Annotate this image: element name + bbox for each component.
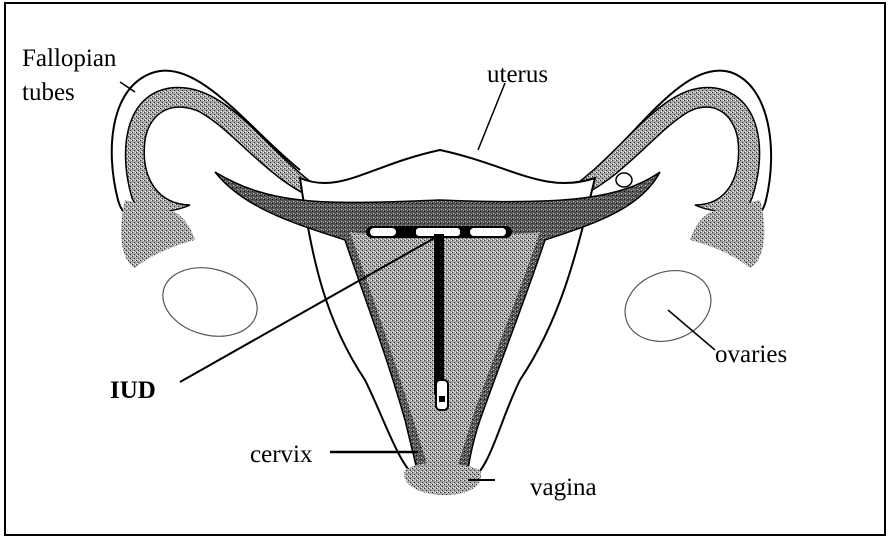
iud-stem [434,234,444,394]
tube-nodule [616,173,632,187]
uterus-leader [478,83,505,150]
right-ovary [615,259,721,353]
label-fallopian-line1: Fallopian [22,46,116,71]
label-ovaries: ovaries [715,342,787,367]
label-fallopian-line2: tubes [22,80,75,105]
left-tube-shaded [126,87,330,211]
cervix-shading [404,463,481,496]
label-vagina: vagina [530,475,597,500]
label-iud: IUD [110,378,156,403]
ovaries-leader [668,310,715,350]
left-ovary [155,258,265,347]
label-uterus: uterus [487,62,548,87]
left-fimbriae [121,200,195,268]
right-fimbriae [690,200,764,268]
iud-tip [436,380,448,410]
label-cervix: cervix [250,442,312,467]
